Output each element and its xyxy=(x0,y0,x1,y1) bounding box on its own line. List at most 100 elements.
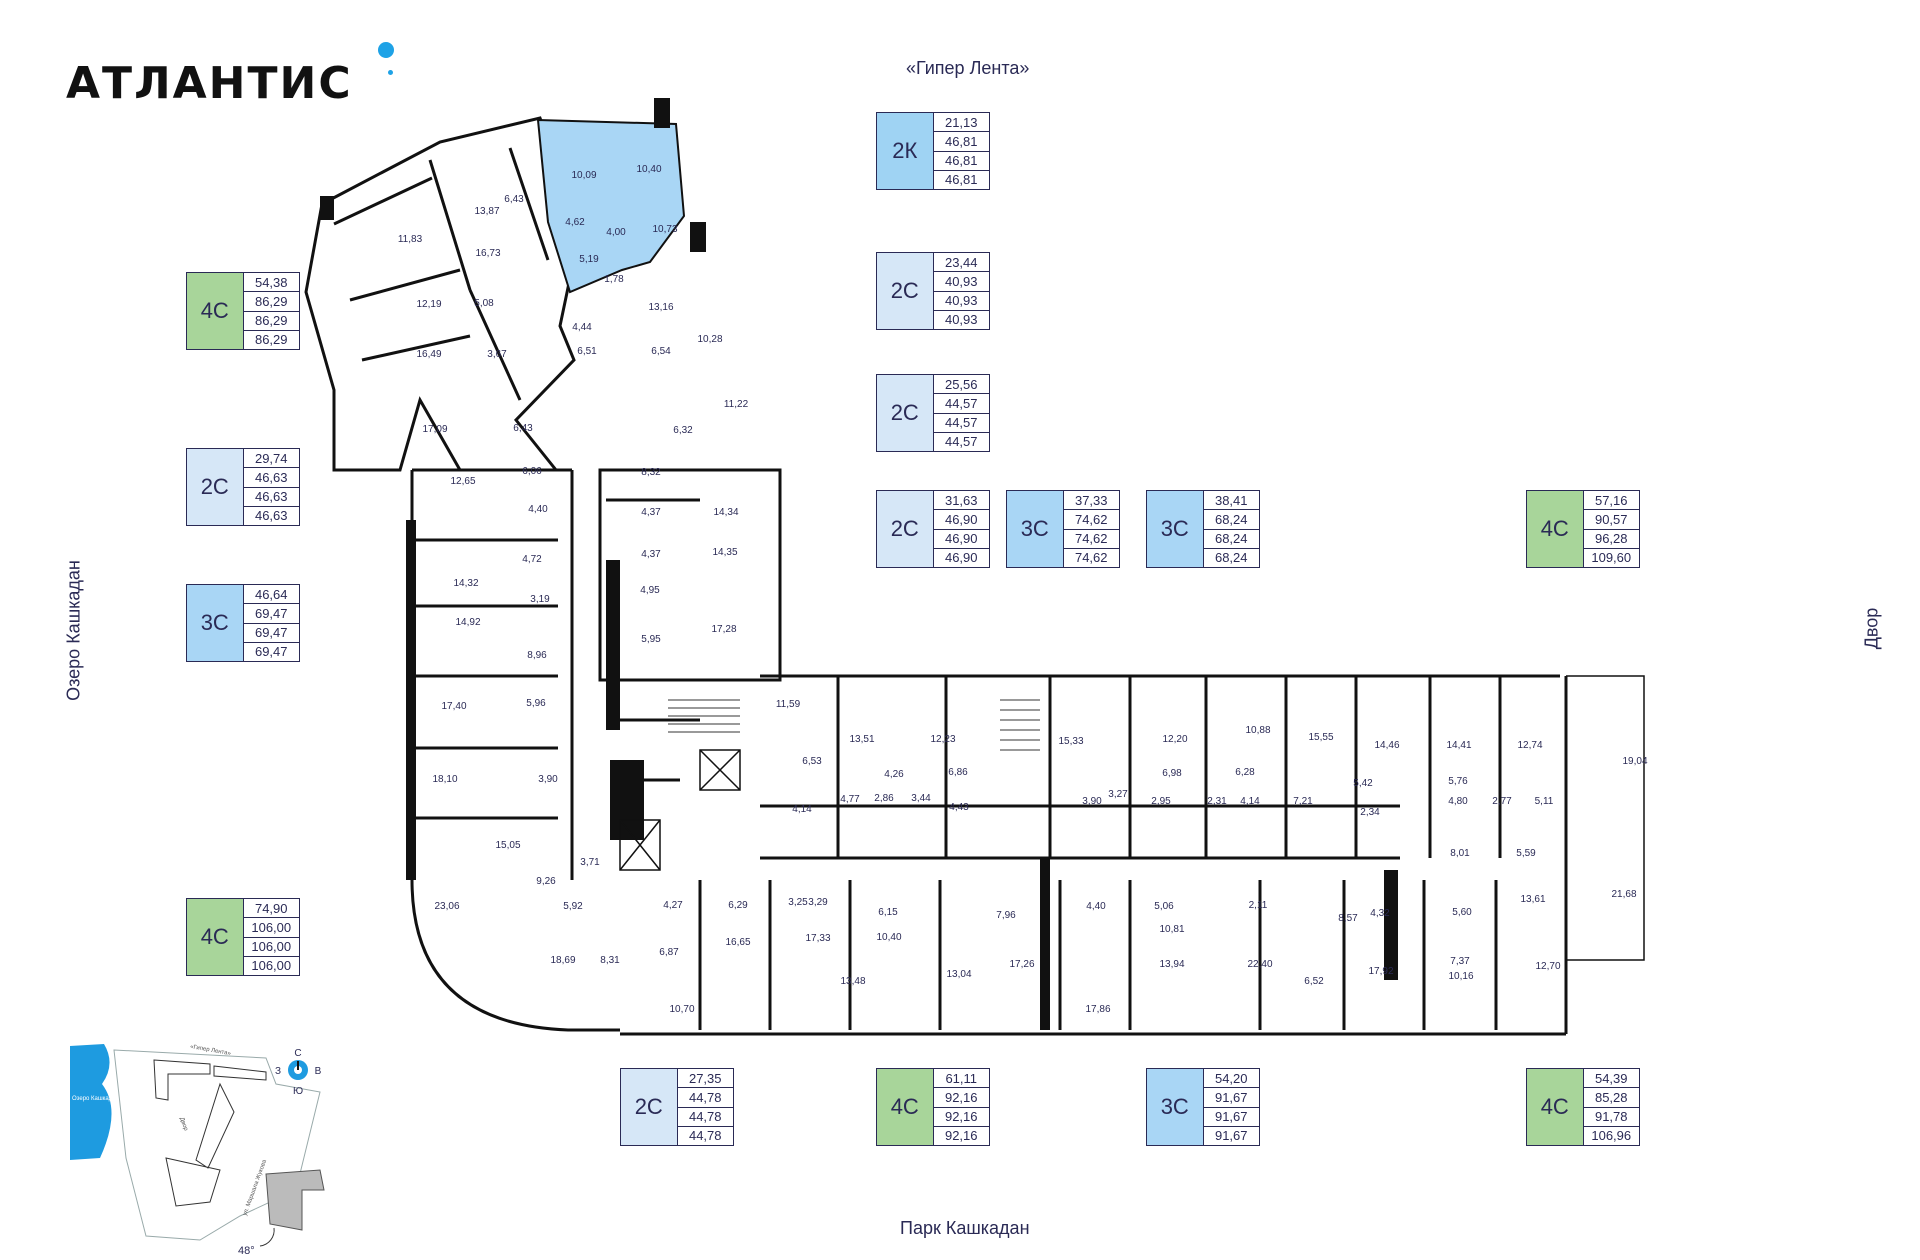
room-area-label: 5,06 xyxy=(1154,901,1174,912)
elevator-shaft xyxy=(699,749,741,791)
card-value: 96,28 xyxy=(1583,530,1639,549)
room-area-label: 5,11 xyxy=(1535,796,1554,807)
minimap-building xyxy=(153,1059,267,1207)
room-area-label: 2,95 xyxy=(1151,796,1171,807)
room-area-label: 14,34 xyxy=(713,507,738,518)
compass-w: З xyxy=(275,1066,281,1077)
card-value: 46,63 xyxy=(243,468,299,488)
card-value: 46,81 xyxy=(933,132,989,152)
stair-steps xyxy=(668,699,1040,751)
card-value: 54,38 xyxy=(243,273,299,293)
room-area-label: 4,43 xyxy=(949,802,969,813)
card-code: 2С xyxy=(877,375,934,451)
room-area-label: 19,04 xyxy=(1622,756,1647,767)
room-area-label: 4,80 xyxy=(1448,796,1468,807)
card-value: 44,57 xyxy=(933,394,989,414)
room-area-label: 7,21 xyxy=(1293,796,1313,807)
card-value: 91,67 xyxy=(1203,1108,1259,1127)
room-area-label: 3,27 xyxy=(1108,789,1128,800)
minimap-angle-arc xyxy=(259,1227,275,1247)
room-area-label: 6,28 xyxy=(1235,767,1255,778)
card-value: 74,62 xyxy=(1063,530,1119,549)
elevator-shaft xyxy=(619,819,661,871)
room-area-label: 15,05 xyxy=(495,840,520,851)
room-area-label: 11,22 xyxy=(724,399,749,410)
card-value: 25,56 xyxy=(933,375,989,395)
card-value: 90,57 xyxy=(1583,510,1639,530)
room-area-label: 6,51 xyxy=(577,346,597,357)
card-value: 68,24 xyxy=(1203,510,1259,530)
room-area-label: 6,29 xyxy=(728,900,748,911)
room-area-label: 21,68 xyxy=(1611,889,1636,900)
room-area-label: 16,65 xyxy=(725,937,750,948)
room-area-label: 17,86 xyxy=(1085,1004,1110,1015)
room-area-label: 3,90 xyxy=(1082,796,1102,807)
card-code: 3С xyxy=(1147,491,1204,567)
wall-block xyxy=(654,98,670,128)
card-value: 68,24 xyxy=(1203,530,1259,549)
card-value: 91,67 xyxy=(1214,1128,1248,1144)
compass-e: В xyxy=(315,1066,322,1077)
room-area-label: 8,01 xyxy=(1450,848,1470,859)
room-area-label: 4,40 xyxy=(1086,901,1106,912)
room-area-label: 3,71 xyxy=(580,857,600,868)
card-value: 74,90 xyxy=(243,899,299,919)
card-value: 91,67 xyxy=(1203,1088,1259,1108)
card-value: 91,78 xyxy=(1583,1108,1639,1127)
card-value: 44,78 xyxy=(677,1108,733,1127)
room-area-label: 17,28 xyxy=(711,624,736,635)
wall-core xyxy=(598,468,782,682)
room-area-label: 8,96 xyxy=(527,650,547,661)
card-value: 46,90 xyxy=(933,530,989,549)
room-area-label: 13,51 xyxy=(849,734,874,745)
room-area-label: 4,40 xyxy=(528,504,548,515)
room-area-label: 4,44 xyxy=(572,322,592,333)
wall-block xyxy=(1040,858,1050,1030)
card-value: 86,29 xyxy=(243,312,299,331)
room-area-label: 2,11 xyxy=(1249,900,1268,911)
card-code: 2С xyxy=(877,253,934,329)
card-code: 4С xyxy=(187,273,244,349)
card-value: 27,35 xyxy=(677,1069,733,1089)
site-minimap: «Гипер Лента» Озеро Кашкадан Двор ул. Ма… xyxy=(70,1044,325,1257)
room-area-label: 5,42 xyxy=(1353,778,1373,789)
room-area-label: 12,74 xyxy=(1517,740,1542,751)
room-area-label: 12,20 xyxy=(1162,734,1187,745)
room-area-label: 4,77 xyxy=(840,794,860,805)
wall-terrace xyxy=(1566,675,1645,961)
brand-logo: АТЛАНТИС xyxy=(66,58,353,109)
room-area-label: 6,43 xyxy=(513,423,533,434)
card-value: 106,00 xyxy=(251,958,292,974)
card-code: 2С xyxy=(187,449,244,525)
wall-block xyxy=(1384,870,1398,980)
minimap-street-label: ул. Маршала Жукова xyxy=(242,1159,268,1217)
room-area-label: 8,31 xyxy=(600,955,620,966)
wall-block xyxy=(406,520,416,880)
minimap-yard-label: Двор xyxy=(178,1117,189,1133)
room-area-label: 16,49 xyxy=(416,349,441,360)
room-area-label: 8,32 xyxy=(641,467,661,478)
room-area-label: 10,88 xyxy=(1245,725,1270,736)
card-value: 74,62 xyxy=(1074,550,1108,566)
card-code: 2К xyxy=(877,113,934,189)
card-value: 92,16 xyxy=(933,1088,989,1108)
card-code: 3С xyxy=(1147,1069,1204,1145)
room-area-label: 5,92 xyxy=(563,901,583,912)
